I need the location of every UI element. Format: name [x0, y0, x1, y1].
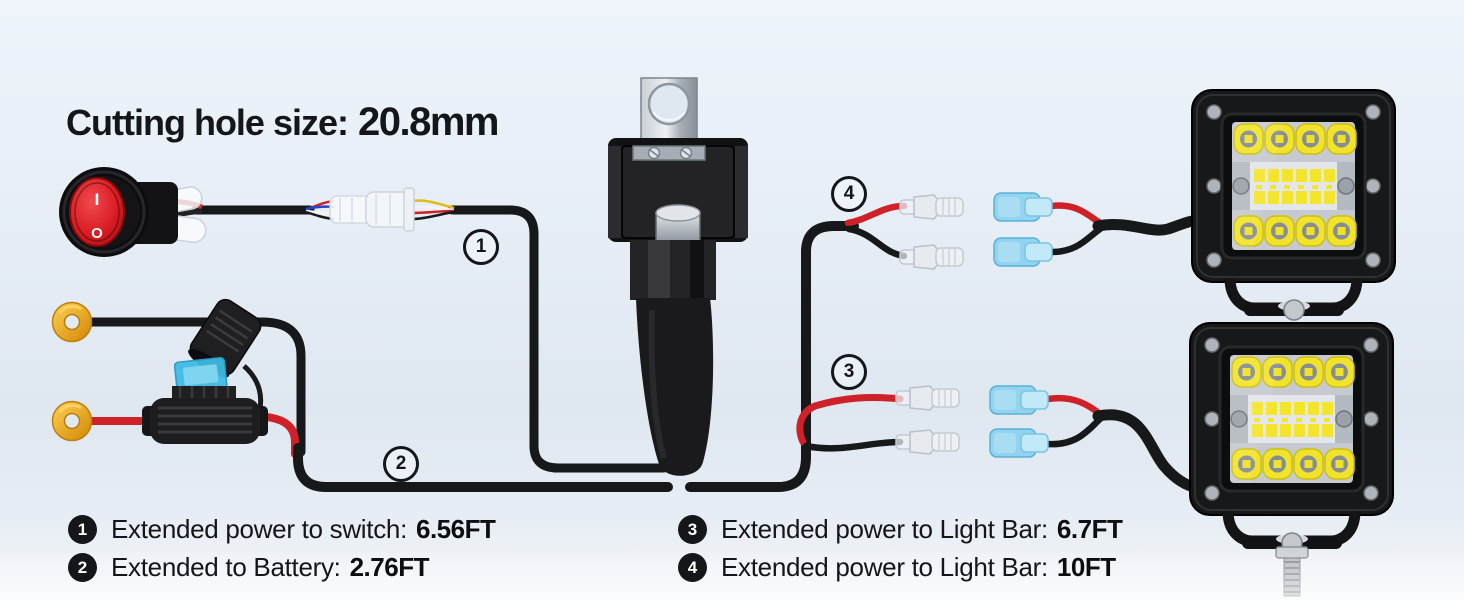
legend-value-4: 10FT: [1056, 552, 1116, 582]
legend-value-1: 6.56FT: [416, 514, 496, 544]
annotation-1: 1: [463, 229, 499, 265]
annotation-4-number: 4: [843, 183, 855, 204]
branch-3-spade-terminals: [895, 385, 960, 455]
legend-value-2: 2.76FT: [349, 552, 430, 582]
branch-4-wires: [844, 202, 1204, 260]
legend-label-4: Extended power to Light Bar:: [721, 552, 1048, 582]
legend-item-1: 1 Extended power to switch: 6.56FT: [68, 514, 496, 545]
legend-label-1: Extended power to switch:: [111, 514, 407, 544]
page-title: Cutting hole size:20.8mm: [66, 100, 499, 145]
legend-label-3: Extended power to Light Bar:: [721, 514, 1048, 544]
branch-3-blue-connectors: [989, 385, 1049, 458]
branch-4-blue-connectors: [993, 192, 1053, 267]
title-label: Cutting hole size:: [66, 102, 349, 143]
annotation-2-number: 2: [395, 453, 407, 474]
legend-item-4: 4 Extended power to Light Bar: 10FT: [678, 552, 1116, 583]
relay-boot: [636, 298, 714, 476]
led-pod-1: [1192, 90, 1395, 320]
annotation-3: 3: [831, 354, 867, 390]
ring-terminal-positive: [51, 400, 93, 442]
ring-terminal-negative: [51, 301, 93, 343]
annotation-1-number: 1: [475, 236, 487, 257]
annotation-2: 2: [383, 446, 419, 482]
floor-highlight: [0, 548, 1464, 600]
legend-value-3: 6.7FT: [1056, 514, 1123, 544]
title-value: 20.8mm: [358, 100, 499, 144]
legend-item-2: 2 Extended to Battery: 2.76FT: [68, 552, 429, 583]
wire-switch-to-relay: [191, 205, 669, 473]
legend-badge-3: 3: [678, 515, 707, 544]
branch-3-wires: [796, 393, 1204, 494]
rocker-switch: I O: [59, 167, 207, 257]
switch-on-label: I: [95, 190, 100, 209]
relay: [608, 77, 748, 476]
legend-badge-4: 4: [678, 553, 707, 582]
switch-rocker: [69, 177, 125, 247]
legend-label-2: Extended to Battery:: [111, 552, 341, 582]
legend-item-3: 3 Extended power to Light Bar: 6.7FT: [678, 514, 1123, 545]
legend-badge-2: 2: [68, 553, 97, 582]
legend-badge-1: 1: [68, 515, 97, 544]
fuse-holder: [142, 298, 268, 444]
wire-relay-to-branches: [685, 221, 859, 492]
switch-off-label: O: [91, 225, 103, 242]
branch-4-spade-terminals: [899, 194, 964, 270]
annotation-4: 4: [831, 176, 867, 212]
switch-wire-connector: [305, 187, 455, 232]
led-pod-2: [1190, 323, 1393, 553]
annotation-3-number: 3: [843, 361, 855, 382]
